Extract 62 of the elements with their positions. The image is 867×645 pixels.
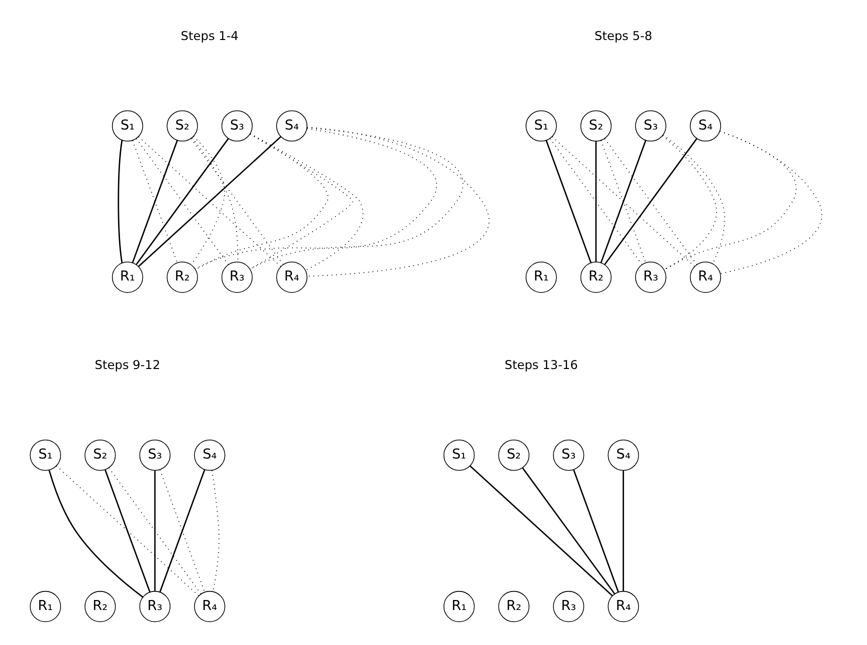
connector <box>718 130 822 274</box>
node-circle: S₂ <box>84 440 116 471</box>
node-circle: S₄ <box>607 440 638 471</box>
node-circle: S₂ <box>580 110 612 142</box>
connector <box>549 138 642 266</box>
node-circle: R₄ <box>276 262 307 293</box>
node-circle: R₁ <box>111 262 143 293</box>
node-circle: S₁ <box>29 440 60 471</box>
connector <box>662 134 725 264</box>
connector <box>622 470 624 592</box>
node-circle: R₄ <box>194 590 225 622</box>
connector <box>190 138 284 265</box>
node-circle: S₃ <box>634 110 666 142</box>
label: Steps 9-12 <box>94 358 160 372</box>
node-circle: S₁ <box>525 110 556 142</box>
connector <box>551 136 694 267</box>
connector <box>191 137 238 262</box>
connector <box>117 140 122 263</box>
connector <box>108 468 201 594</box>
connector <box>662 135 716 270</box>
label: Steps 13-16 <box>504 358 578 372</box>
node-circle: R₃ <box>552 590 584 622</box>
node-circle: R₁ <box>29 590 60 622</box>
node-circle: S₁ <box>443 440 474 471</box>
connector <box>154 470 156 592</box>
connector <box>56 466 199 596</box>
connector <box>104 470 150 592</box>
node-circle: R₂ <box>498 590 529 622</box>
connector <box>522 468 615 594</box>
connector <box>194 128 436 270</box>
node-circle: S₃ <box>138 440 170 471</box>
node-circle: S₄ <box>689 110 721 142</box>
connector <box>135 138 228 266</box>
connector <box>594 141 596 262</box>
connector <box>604 138 697 266</box>
node-circle: R₂ <box>84 590 116 622</box>
node-circle: S₃ <box>552 440 584 471</box>
node-circle: S₄ <box>194 440 225 471</box>
node-circle: R₃ <box>138 590 170 622</box>
node-circle: S₃ <box>220 110 252 142</box>
connector <box>663 130 796 270</box>
connector <box>248 127 462 270</box>
connector <box>545 140 592 263</box>
label: Steps 1-4 <box>180 28 238 43</box>
node-circle: R₃ <box>634 262 666 293</box>
node-circle: S₂ <box>498 440 529 471</box>
connector <box>572 470 618 592</box>
connector <box>138 136 281 267</box>
node-circle: S₁ <box>111 110 143 142</box>
label: Steps 5-8 <box>594 28 652 43</box>
node-circle: R₁ <box>443 590 474 622</box>
node-circle: R₄ <box>607 590 638 622</box>
connector <box>306 126 489 277</box>
node-circle: R₃ <box>220 262 252 293</box>
node-circle: R₂ <box>580 262 612 293</box>
node-circle: S₄ <box>276 110 307 142</box>
node-circle: R₂ <box>166 262 198 293</box>
node-circle: R₄ <box>689 262 721 293</box>
connector <box>469 466 612 596</box>
node-circle: S₂ <box>166 110 198 142</box>
node-circle: R₁ <box>525 262 556 293</box>
connector <box>48 470 143 598</box>
